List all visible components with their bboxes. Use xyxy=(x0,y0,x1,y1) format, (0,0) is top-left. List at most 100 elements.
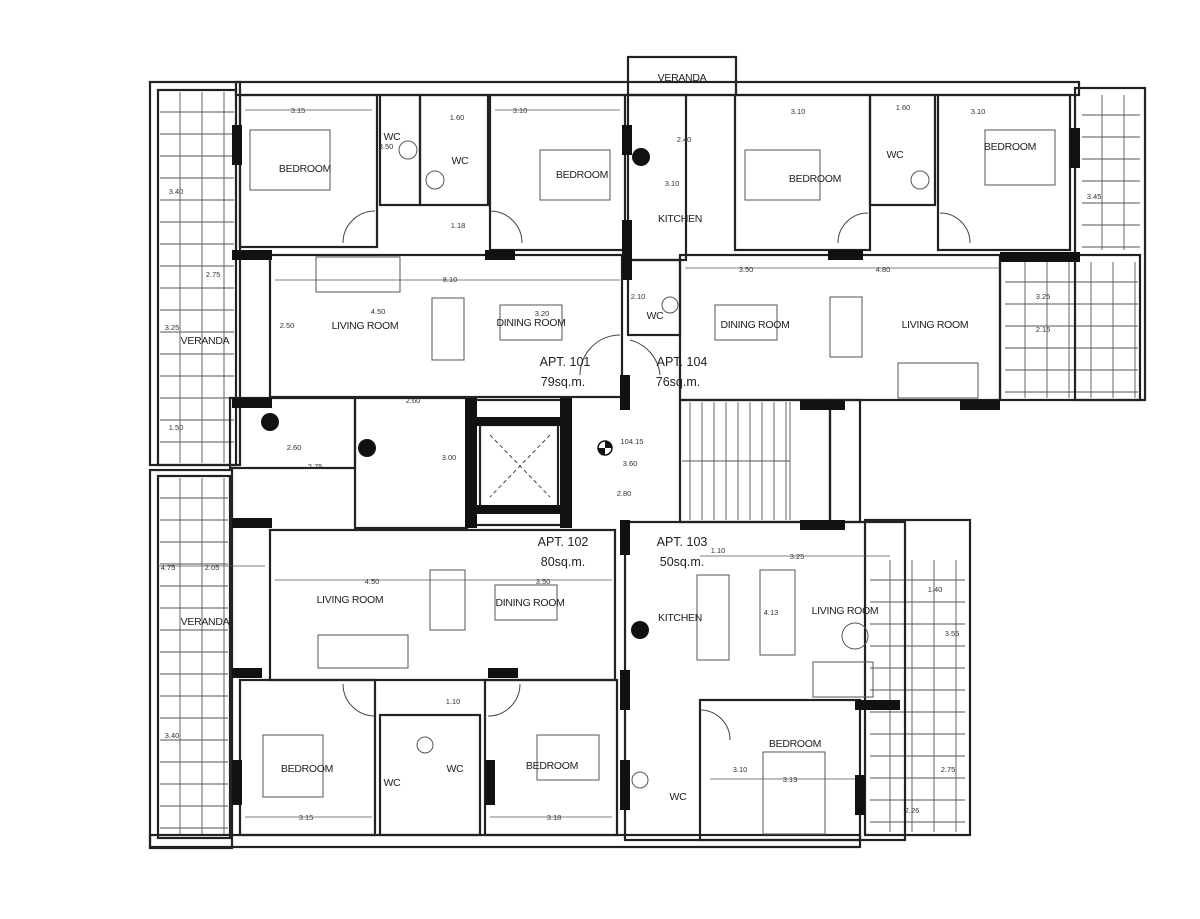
dimension-label: 4.80 xyxy=(876,265,891,274)
room-label: KITCHEN xyxy=(658,612,702,624)
dimension-label: 3.10 xyxy=(513,106,528,115)
armchair xyxy=(431,297,465,361)
apartment-area: 76sq.m. xyxy=(656,375,700,389)
armchair xyxy=(429,569,466,631)
dimension-label: 1.50 xyxy=(169,423,184,432)
structural-columns xyxy=(232,125,1080,815)
dining-table xyxy=(499,304,563,341)
dimension-label: 3.40 xyxy=(169,187,184,196)
dimension-label: 104.15 xyxy=(621,437,644,446)
room-label: BEDROOM xyxy=(526,760,578,772)
dimension-label: 4.13 xyxy=(764,608,779,617)
sofa xyxy=(897,362,979,399)
apartment-number: APT. 103 xyxy=(657,535,708,549)
room-label: WC xyxy=(647,310,665,322)
dimension-label: 3.40 xyxy=(165,731,180,740)
dimension-label: 2.60 xyxy=(287,443,302,452)
bed xyxy=(262,734,324,798)
apartment-number: APT. 101 xyxy=(540,355,591,369)
dimension-label: 2.75 xyxy=(941,765,956,774)
dimension-label: 2.60 xyxy=(406,396,421,405)
dimension-label: 3.25 xyxy=(165,323,180,332)
apartment-area: 50sq.m. xyxy=(660,555,704,569)
sink xyxy=(632,148,650,166)
dimension-label: 2.15 xyxy=(1036,325,1051,334)
dimension-label: 4.50 xyxy=(371,307,386,316)
door-swings xyxy=(342,210,971,741)
dimension-label: 2.26 xyxy=(905,806,920,815)
toilet xyxy=(910,170,930,190)
dimension-label: 8.10 xyxy=(443,275,458,284)
dimension-label: 3.18 xyxy=(547,813,562,822)
sofa xyxy=(812,661,874,698)
dimension-label: 1.10 xyxy=(446,697,461,706)
toilet xyxy=(398,140,418,160)
dimension-label: 3.00 xyxy=(442,453,457,462)
room-label: WC xyxy=(384,777,402,789)
toilet xyxy=(661,296,679,314)
dimension-label: 3.15 xyxy=(299,813,314,822)
sofa xyxy=(317,634,409,669)
bed xyxy=(984,129,1056,186)
room-label: BEDROOM xyxy=(556,169,608,181)
dimension-labels: 3.15 1.60 3.10 3.50 3.40 1.18 2.75 8.10 … xyxy=(161,103,1102,822)
dimension-label: 3.20 xyxy=(535,309,550,318)
sofa xyxy=(315,256,401,293)
dining-table xyxy=(714,304,778,341)
dimension-label: 3.50 xyxy=(379,142,394,151)
dimension-label: 2.10 xyxy=(631,292,646,301)
dimension-label: 3.15 xyxy=(291,106,306,115)
apartment-area: 79sq.m. xyxy=(541,375,585,389)
armchair xyxy=(829,296,863,358)
walls xyxy=(148,55,1147,850)
room-label: DINING ROOM xyxy=(720,319,789,331)
bed xyxy=(536,734,600,781)
room-label: LIVING ROOM xyxy=(317,594,384,606)
dimension-label: 2.50 xyxy=(280,321,295,330)
apartment-number: APT. 102 xyxy=(538,535,589,549)
room-label: DINING ROOM xyxy=(496,317,565,329)
dimension-label: 3.25 xyxy=(1036,292,1051,301)
dimension-label: 3.45 xyxy=(1087,192,1102,201)
room-label: LIVING ROOM xyxy=(902,319,969,331)
bed xyxy=(249,129,331,191)
dimension-label: 2.75 xyxy=(308,462,323,471)
dimension-label: 1.40 xyxy=(928,585,943,594)
apartment-number: APT. 104 xyxy=(657,355,708,369)
toilet xyxy=(425,170,445,190)
dimension-label: 3.10 xyxy=(791,107,806,116)
kitchen-island xyxy=(696,574,730,661)
dimension-label: 3.25 xyxy=(790,552,805,561)
dimension-label: 1.18 xyxy=(451,221,466,230)
room-label: VERANDA xyxy=(658,72,707,84)
dimension-label: 2.80 xyxy=(617,489,632,498)
dimension-label: 3.50 xyxy=(536,577,551,586)
dimension-label: 3.60 xyxy=(623,459,638,468)
dimension-label: 1.60 xyxy=(450,113,465,122)
room-label: KITCHEN xyxy=(658,213,702,225)
dimension-label: 2.05 xyxy=(205,563,220,572)
room-label: WC xyxy=(452,155,470,167)
room-label: WC xyxy=(384,131,402,143)
room-label: DINING ROOM xyxy=(495,597,564,609)
dining-table xyxy=(494,584,558,621)
room-label: BEDROOM xyxy=(984,141,1036,153)
room-label: WC xyxy=(447,763,465,775)
dimension-label: 3.10 xyxy=(665,179,680,188)
dimension-label: 4.75 xyxy=(161,563,176,572)
dimension-label: 3.50 xyxy=(739,265,754,274)
room-label: LIVING ROOM xyxy=(332,320,399,332)
dimension-label: 2.75 xyxy=(206,270,221,279)
dimension-lines xyxy=(158,109,1000,818)
toilet xyxy=(631,771,649,789)
room-label: WC xyxy=(670,791,688,803)
sink xyxy=(358,439,376,457)
sink xyxy=(261,413,279,431)
room-label: VERANDA xyxy=(181,335,230,347)
room-label: BEDROOM xyxy=(789,173,841,185)
room-label: WC xyxy=(887,149,905,161)
furniture xyxy=(249,129,1056,835)
apartment-area: 80sq.m. xyxy=(541,555,585,569)
room-label: BEDROOM xyxy=(279,163,331,175)
